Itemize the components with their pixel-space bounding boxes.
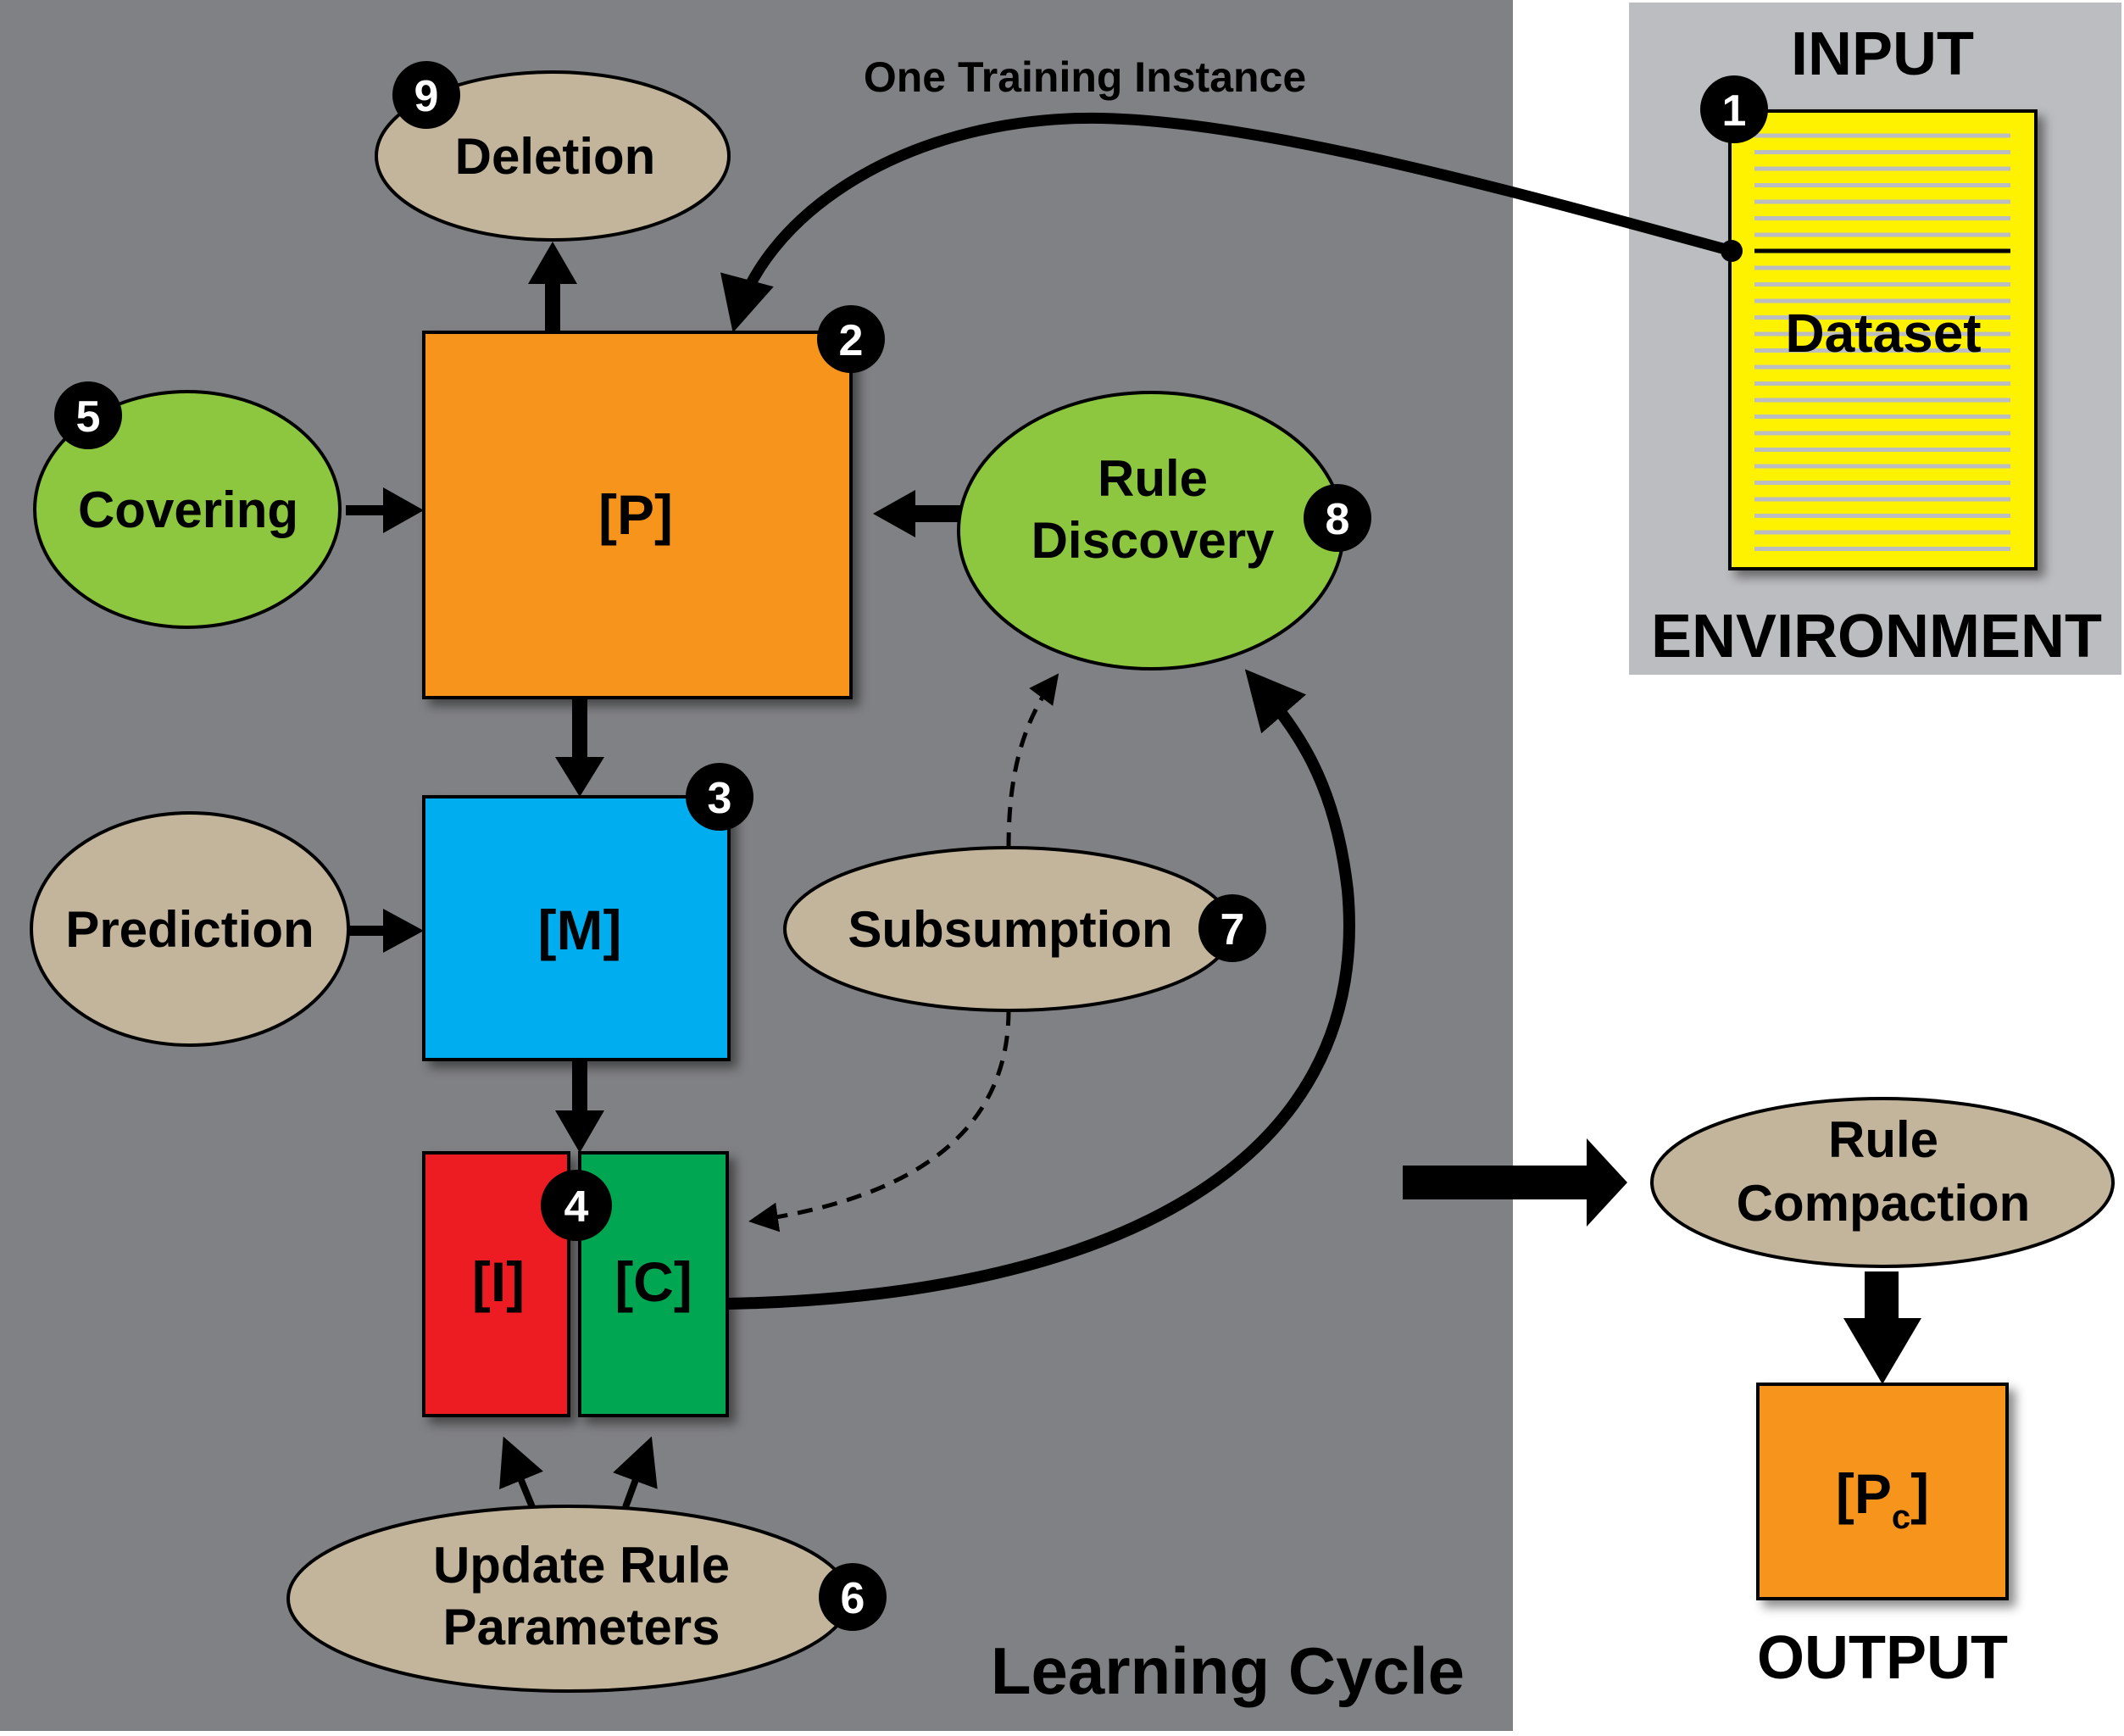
dataset-document[interactable]: Dataset (1728, 109, 2038, 570)
covering-node[interactable]: Covering (33, 390, 342, 629)
training-instance-label: One Training Instance (864, 53, 1306, 101)
rule-discovery-label-2: Discovery (1031, 512, 1275, 569)
rule-discovery-label-1: Rule (1098, 450, 1208, 507)
rule-compaction-node[interactable]: Rule Compaction (1650, 1097, 2115, 1268)
prediction-label: Prediction (65, 901, 314, 958)
svg-text:7: 7 (1220, 905, 1245, 954)
subsumption-node[interactable]: Subsumption (783, 846, 1234, 1012)
svg-text:2: 2 (839, 316, 864, 365)
correct-to-discovery-arrow (726, 669, 1355, 1310)
svg-text:5: 5 (76, 392, 101, 442)
step-badge-7: 7 (1198, 894, 1266, 962)
rule-compaction-label-2: Compaction (1737, 1175, 2031, 1232)
flow-arrows (346, 242, 1921, 1384)
rule-discovery-node[interactable]: Rule Discovery (957, 391, 1345, 670)
dataset-label: Dataset (1785, 303, 1981, 364)
update-to-correct-arrow (613, 1436, 658, 1509)
environment-label: ENVIRONMENT (1651, 603, 2102, 670)
svg-text:8: 8 (1326, 495, 1350, 544)
match-set-box[interactable]: [M] (422, 795, 731, 1061)
step-badge-6: 6 (819, 1563, 887, 1631)
svg-text:1: 1 (1722, 86, 1747, 136)
deletion-node[interactable]: Deletion (375, 70, 731, 242)
svg-text:9: 9 (414, 72, 439, 121)
compacted-population-box[interactable]: [Pc] (1756, 1383, 2009, 1600)
subsumption-to-correct-arrow (748, 1010, 1011, 1232)
update-params-node[interactable]: Update Rule Parameters (286, 1505, 851, 1693)
covering-label: Covering (78, 481, 298, 538)
compacted-population-label: [Pc] (1836, 1462, 1929, 1536)
correct-set-box[interactable]: [C] (578, 1151, 729, 1417)
prediction-node[interactable]: Prediction (30, 811, 350, 1047)
deletion-label: Deletion (455, 128, 656, 185)
step-badge-8: 8 (1304, 484, 1371, 552)
step-badge-2: 2 (817, 305, 885, 373)
population-label: [P] (598, 483, 673, 546)
correct-set-label: [C] (614, 1250, 692, 1313)
subsumption-to-discovery-arrow (1006, 673, 1059, 849)
update-to-incorrect-arrow (499, 1436, 543, 1509)
output-label: OUTPUT (1757, 1624, 2008, 1692)
step-badge-4: 4 (541, 1170, 612, 1241)
rule-compaction-label-1: Rule (1828, 1111, 1938, 1168)
match-set-label: [M] (538, 899, 622, 961)
learning-cycle-label: Learning Cycle (991, 1633, 1465, 1708)
instance-connector-dot (1721, 240, 1743, 262)
svg-text:3: 3 (708, 774, 732, 823)
svg-text:6: 6 (841, 1574, 865, 1623)
svg-text:4: 4 (564, 1182, 589, 1232)
step-badge-1: 1 (1700, 75, 1768, 143)
update-params-label-1: Update Rule (433, 1537, 730, 1594)
subsumption-label: Subsumption (848, 901, 1172, 958)
incorrect-set-label: [I] (472, 1250, 525, 1313)
update-params-label-2: Parameters (443, 1599, 720, 1655)
step-badge-9: 9 (392, 61, 460, 129)
training-instance-arrow (720, 112, 1733, 333)
input-label: INPUT (1791, 20, 1974, 88)
population-box[interactable]: [P] (422, 331, 853, 699)
step-badge-3: 3 (686, 763, 753, 831)
step-badge-5: 5 (54, 381, 122, 449)
